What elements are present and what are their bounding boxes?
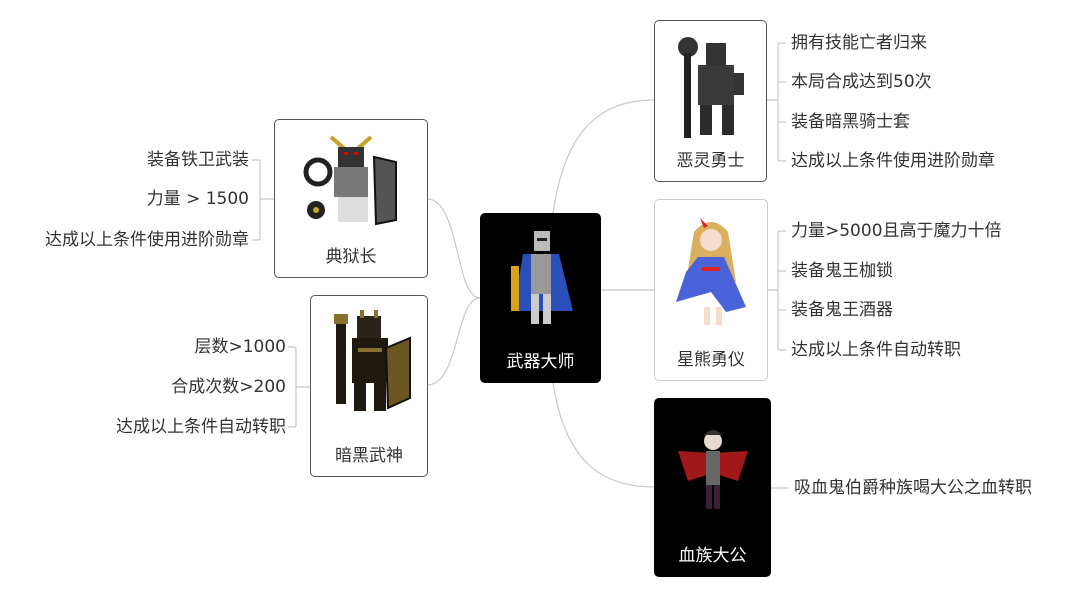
condition-item: 力量>5000且高于魔力十倍 (791, 221, 1002, 241)
hoshiguma-yuugi-sprite-icon (676, 218, 746, 325)
condition-item: 拥有技能亡者归来 (791, 33, 927, 53)
condition-item: 装备暗黑骑士套 (791, 112, 910, 132)
branch-node-vampire-duke[interactable]: 血族大公 (654, 398, 771, 577)
bracket-dark-war-god (288, 346, 310, 428)
branch-label: 典狱长 (325, 247, 377, 267)
condition-item: 装备鬼王枷锁 (791, 261, 893, 281)
branch-node-yuugi[interactable]: 星熊勇仪 (654, 199, 768, 381)
condition-item: 装备铁卫武装 (147, 150, 249, 170)
condition-item: 达成以上条件自动转职 (116, 417, 286, 437)
branch-node-dark-war-god[interactable]: 暗黑武神 (310, 295, 428, 477)
bracket-warden (252, 159, 274, 241)
condition-item: 达成以上条件使用进阶勋章 (791, 151, 995, 171)
armored-knight-sprite-icon (510, 231, 573, 324)
branch-node-wraith-warrior[interactable]: 恶灵勇士 (654, 20, 767, 182)
condition-item: 层数>1000 (194, 337, 286, 357)
bracket-wraith-warrior (766, 42, 786, 162)
branch-label: 暗黑武神 (335, 446, 403, 466)
dark-war-god-sprite-icon (333, 310, 411, 411)
condition-item: 合成次数>200 (171, 377, 286, 397)
connector-warden (426, 198, 481, 299)
connector-vampire-duke (552, 382, 655, 488)
condition-item: 本局合成达到50次 (791, 72, 932, 92)
branch-label: 恶灵勇士 (676, 151, 745, 171)
condition-item: 达成以上条件自动转职 (791, 340, 961, 360)
condition-item: 力量 > 1500 (146, 189, 249, 209)
branch-label: 星熊勇仪 (677, 350, 745, 370)
wraith-warrior-sprite-icon (677, 37, 744, 138)
branch-node-warden[interactable]: 典狱长 (274, 119, 428, 278)
warden-sprite-icon (303, 135, 397, 226)
condition-item: 装备鬼王酒器 (791, 300, 893, 320)
root-label: 武器大师 (506, 352, 575, 372)
root-node-weapon-master[interactable]: 武器大师 (480, 213, 601, 383)
connector-wraith-warrior (552, 99, 655, 214)
connector-dark-war-god (426, 297, 481, 386)
bracket-yuugi (767, 230, 786, 351)
vampire-duke-sprite-icon (677, 430, 748, 509)
branch-label: 血族大公 (678, 546, 747, 566)
condition-item: 达成以上条件使用进阶勋章 (45, 230, 249, 250)
condition-item: 吸血鬼伯爵种族喝大公之血转职 (794, 478, 1032, 498)
